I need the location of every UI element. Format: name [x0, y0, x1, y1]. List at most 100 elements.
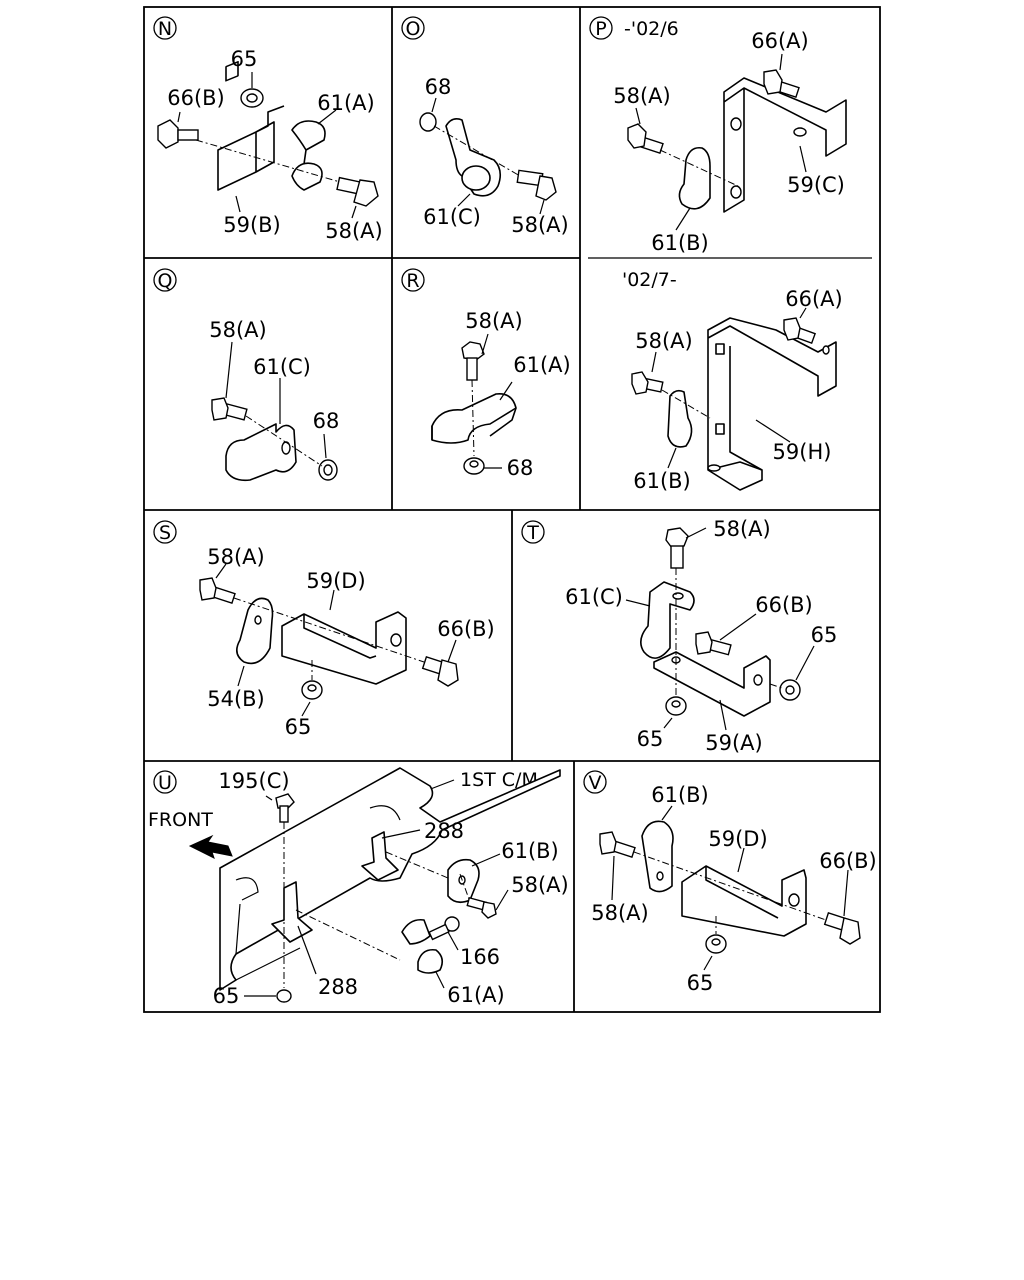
clamp-61b-icon: [678, 146, 711, 210]
label-61b: 61(B): [501, 839, 559, 863]
label-66b: 66(B): [437, 617, 495, 641]
panel-q-id: Q: [158, 270, 173, 292]
panel-u-id: U: [158, 772, 172, 794]
label-59a: 59(A): [705, 731, 762, 755]
label-59d: 59(D): [306, 569, 365, 593]
bracket-59a-icon: [653, 651, 771, 717]
panel-r-marker: [401, 268, 425, 292]
label-61c: 61(C): [565, 585, 623, 609]
bolt-58a-icon: [211, 397, 248, 421]
crossmember-icon: [219, 767, 561, 991]
label-58a: 58(A): [511, 213, 568, 237]
bolt-58a-icon: [516, 169, 557, 201]
label-65: 65: [637, 727, 664, 751]
panel-v: V 61(B) 59(D) 66(B) 58(A) 65: [583, 770, 877, 995]
bolt-66b-icon: [421, 656, 459, 687]
label-288: 288: [318, 975, 358, 999]
clamp-54b-icon: [236, 597, 274, 665]
clamp-61b-icon: [667, 389, 693, 448]
label-68: 68: [313, 409, 340, 433]
panel-o-marker: [401, 16, 425, 40]
label-66b: 66(B): [755, 593, 813, 617]
panel-p-marker: [589, 16, 613, 40]
label-61a: 61(A): [513, 353, 570, 377]
label-54b: 54(B): [207, 687, 265, 711]
bracket-59h-icon: [707, 317, 837, 491]
label-58a: 58(A): [635, 329, 692, 353]
label-59d: 59(D): [708, 827, 767, 851]
label-59c: 59(C): [787, 173, 845, 197]
label-65: 65: [231, 47, 258, 71]
panel-u: U FRONT 1ST C/M: [148, 767, 569, 1008]
label-68: 68: [425, 75, 452, 99]
bolt-58a-icon: [199, 577, 236, 605]
panel-n-id: N: [158, 18, 172, 40]
label-61b: 61(B): [633, 469, 691, 493]
bolt-58a-icon: [599, 831, 636, 859]
bolt-66b-icon: [823, 912, 861, 945]
panel-q-marker: [153, 268, 177, 292]
label-65: 65: [811, 623, 838, 647]
panel-o: O 68 61(C) 58(A): [401, 16, 569, 237]
label-61c: 61(C): [423, 205, 481, 229]
label-58a: 58(A): [713, 517, 770, 541]
label-66b: 66(B): [167, 86, 225, 110]
label-61b: 61(B): [651, 231, 709, 255]
bolt-66a-icon: [783, 317, 817, 345]
panel-grid: [143, 6, 881, 1013]
bracket-288-icon: [271, 881, 313, 943]
bracket-59c-icon: [723, 77, 847, 213]
panel-n: N 65 66(B) 61(A) 59(B) 58(A): [153, 16, 383, 243]
bolt-58a-icon: [336, 176, 379, 207]
bolt-66b-icon: [157, 119, 199, 149]
bolt-58a-icon: [466, 896, 497, 919]
bracket-288-icon: [361, 831, 399, 881]
label-58a: 58(A): [511, 873, 568, 897]
date-range-early: -'02/6: [624, 18, 679, 40]
label-58a: 58(A): [465, 309, 522, 333]
panel-s: S 58(A) 59(D) 66(B) 54(B) 65: [153, 520, 495, 739]
panel-s-marker: [153, 520, 177, 544]
label-58a: 58(A): [613, 84, 670, 108]
panel-r-id: R: [406, 270, 419, 292]
bracket-59d-icon: [281, 611, 407, 685]
panel-t-id: T: [526, 522, 539, 544]
panel-p: P -'02/6 66(A) 58(A) 59(C) 61(B) '02/7-: [589, 16, 847, 493]
label-61c: 61(C): [253, 355, 311, 379]
panel-t-marker: [521, 520, 545, 544]
nut-65-icon: [276, 989, 292, 1003]
clamp-61a-icon: [401, 918, 444, 974]
panel-s-id: S: [159, 522, 171, 544]
panel-r: R 58(A) 61(A) 68: [401, 268, 571, 480]
bracket-59d-icon: [681, 865, 807, 937]
front-label: FRONT: [148, 809, 213, 831]
panel-u-marker: [153, 770, 177, 794]
label-66b: 66(B): [819, 849, 877, 873]
panel-p-id: P: [595, 18, 606, 40]
label-65: 65: [213, 984, 240, 1008]
label-166: 166: [460, 945, 500, 969]
label-61b: 61(B): [651, 783, 709, 807]
date-range-late: '02/7-: [622, 269, 677, 291]
label-65: 65: [285, 715, 312, 739]
bracket-59b-icon: [217, 105, 285, 191]
label-58a: 58(A): [591, 901, 648, 925]
front-arrow-icon: [188, 834, 233, 859]
label-66a: 66(A): [751, 29, 808, 53]
nut-68-icon: [419, 112, 437, 132]
clamp-61c-icon: [640, 581, 695, 659]
bolt-58a-icon: [665, 527, 689, 569]
label-59b: 59(B): [223, 213, 281, 237]
bolt-195c-icon: [275, 793, 295, 823]
label-195c: 195(C): [218, 769, 289, 793]
bolt-58a-icon: [627, 123, 664, 155]
panel-n-marker: [153, 16, 177, 40]
crossmember-label: 1ST C/M: [460, 769, 538, 791]
clamp-61b-icon: [641, 820, 674, 893]
label-61a: 61(A): [447, 983, 504, 1007]
clamp-61a-icon: [291, 120, 326, 191]
panel-o-id: O: [406, 18, 421, 40]
label-59h: 59(H): [773, 440, 832, 464]
label-288: 288: [424, 819, 464, 843]
label-66a: 66(A): [785, 287, 842, 311]
